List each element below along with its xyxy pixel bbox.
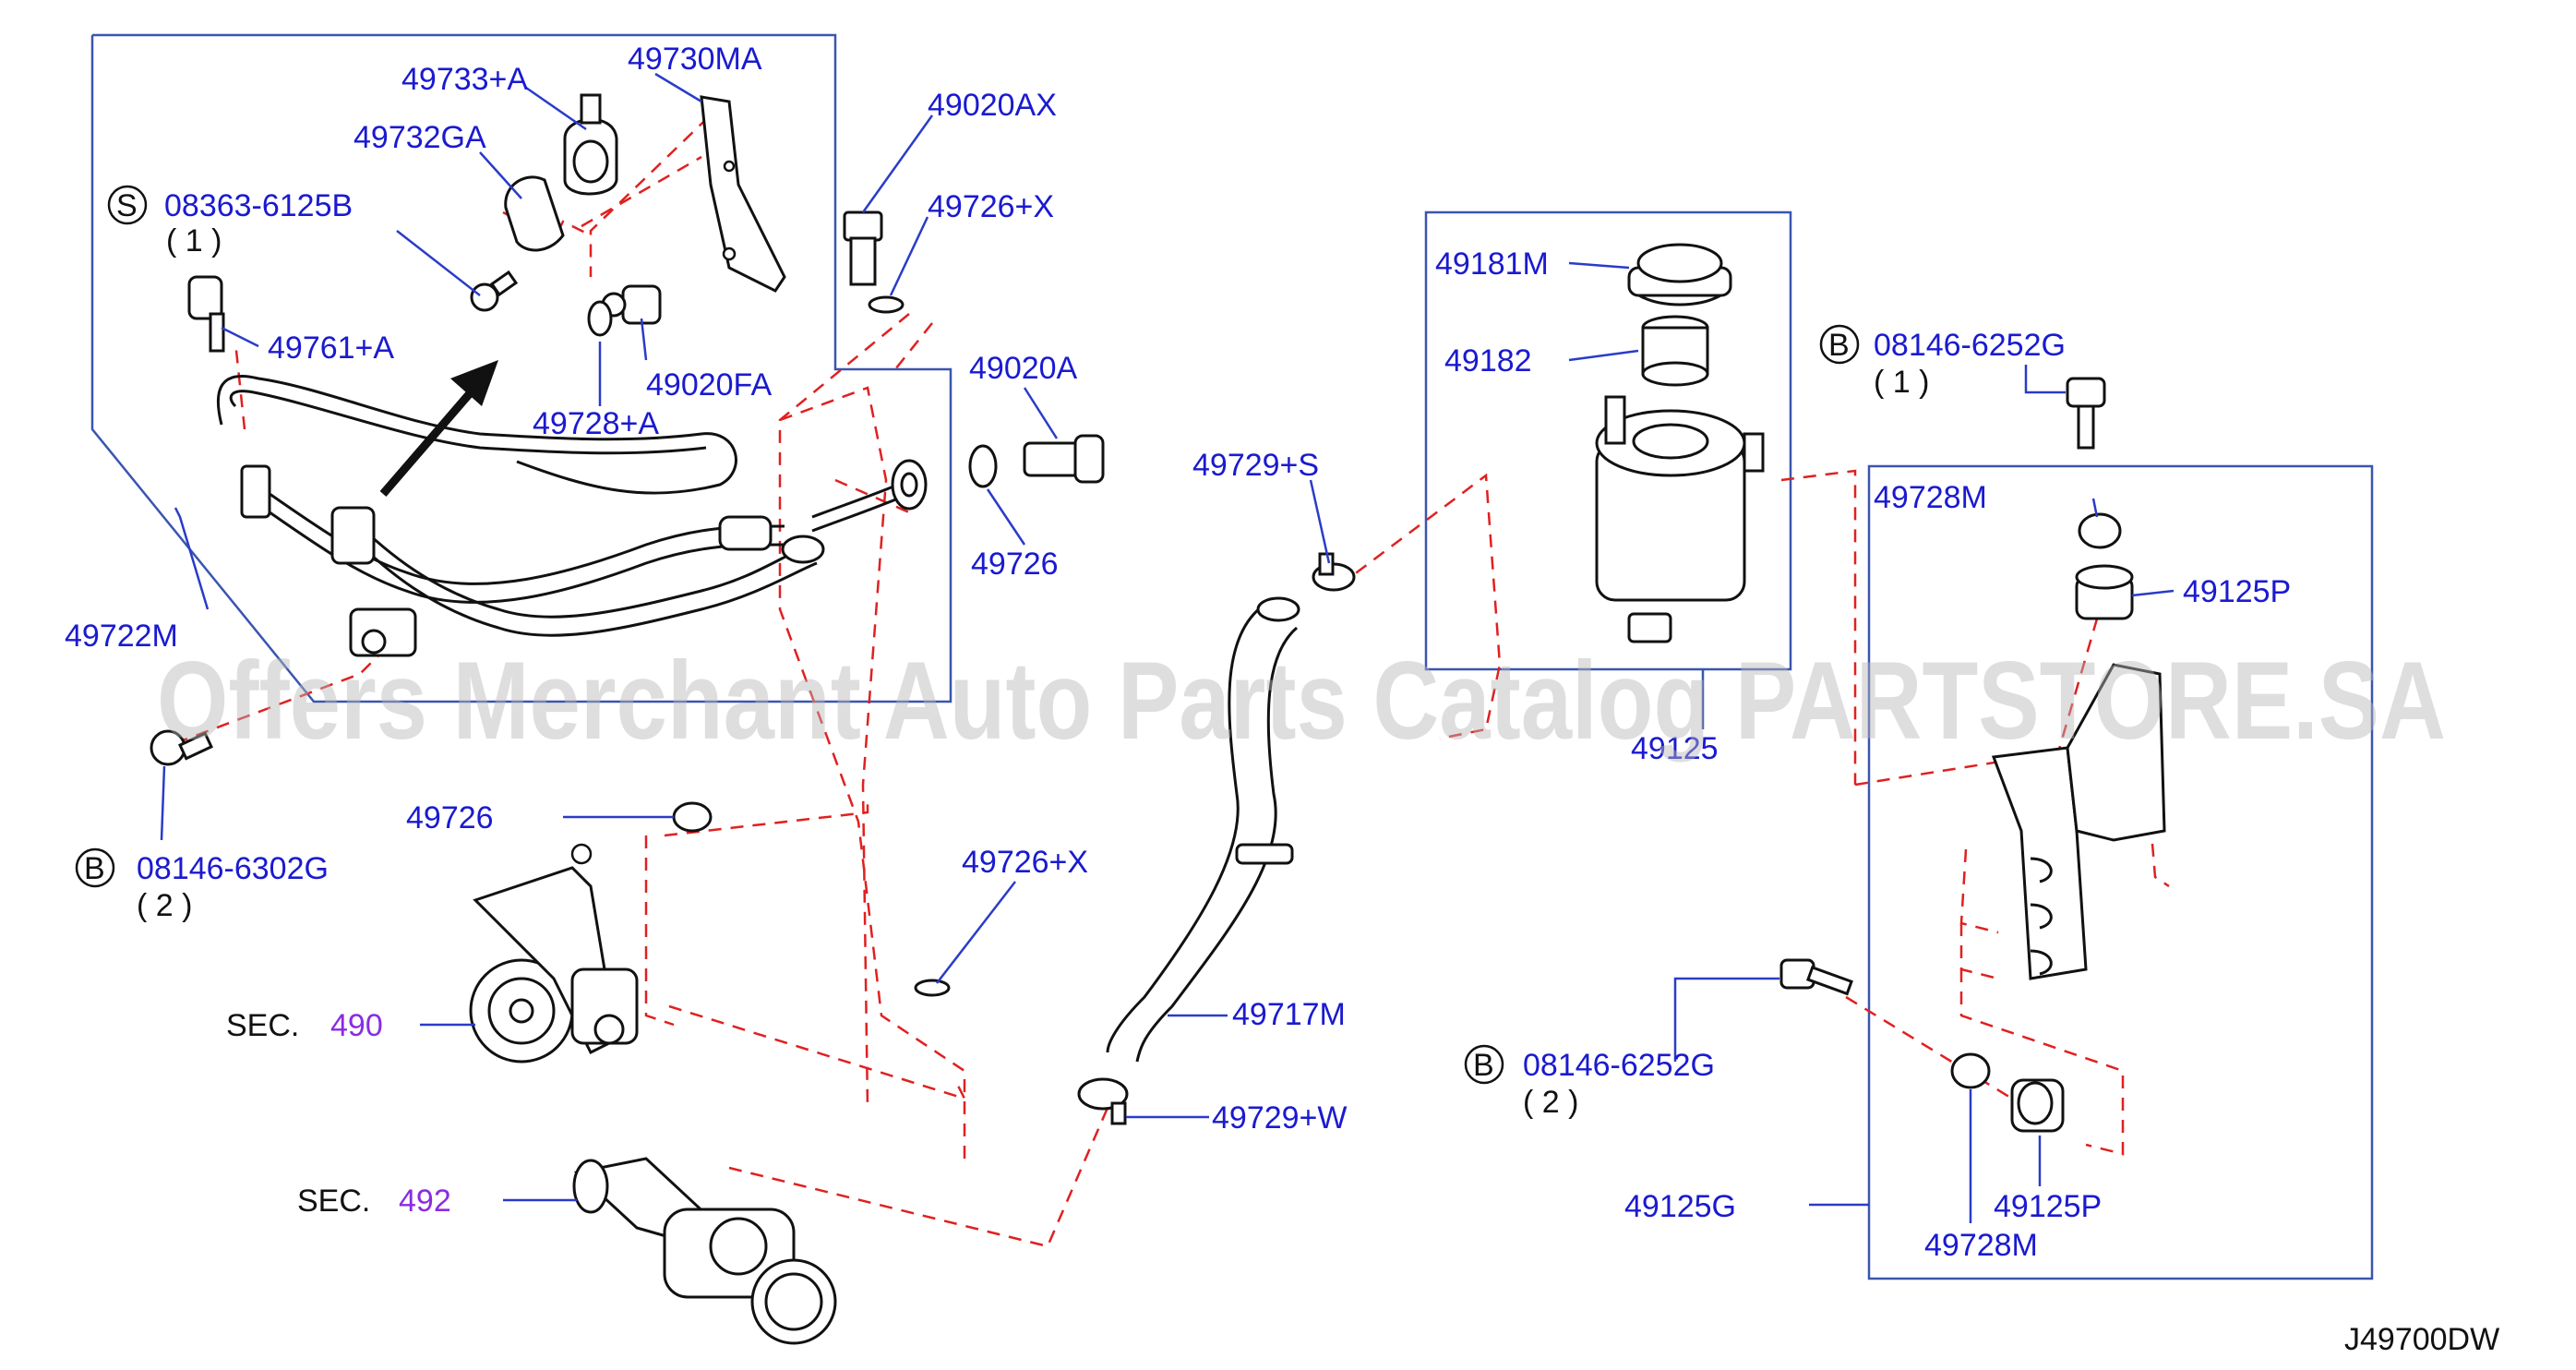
return-hose-49717M: [1106, 596, 1300, 1063]
grommet-49020FA: [601, 284, 662, 325]
code-circle-b1: [75, 847, 115, 888]
label-49730MA: 49730MA: [628, 42, 762, 77]
strainer-49182: [1641, 315, 1709, 387]
bolt-08146-6252G-top: [2066, 377, 2106, 450]
washer-49728M-top: [2078, 512, 2122, 549]
qty-1b: ( 1 ): [1874, 365, 1929, 400]
code-s: S: [116, 188, 138, 223]
bolt-08363: [470, 270, 519, 312]
label-49125P-top: 49125P: [2183, 574, 2291, 609]
label-08146-6252G-lower: 08146-6252G: [1523, 1048, 1715, 1083]
label-49722M: 49722M: [65, 619, 178, 654]
sec-label-1: SEC.: [226, 1008, 299, 1043]
reservoir-bracket: [1991, 663, 2166, 980]
label-49125P-lower: 49125P: [1994, 1189, 2102, 1224]
washer-49728A: [587, 300, 613, 337]
label-49733A: 49733+A: [401, 62, 528, 97]
bolt-08146-6252G-lower: [1779, 958, 1853, 996]
label-49729S: 49729+S: [1192, 448, 1319, 483]
label-49125: 49125: [1631, 731, 1719, 766]
sec-ref-490[interactable]: 490: [330, 1008, 383, 1043]
label-49726-lower: 49726: [406, 800, 494, 835]
insulator-49125P-top: [2075, 564, 2134, 620]
label-08146-6252G-top: 08146-6252G: [1874, 328, 2066, 363]
label-49726X-lower: 49726+X: [962, 845, 1088, 880]
code-b3: B: [1473, 1048, 1494, 1083]
sec-ref-492[interactable]: 492: [399, 1184, 451, 1219]
bolt-08146-6302G: [150, 729, 213, 766]
reservoir-cap-49181M: [1627, 243, 1732, 306]
diagram-code: J49700DW: [2344, 1322, 2499, 1357]
label-49020AX: 49020AX: [928, 88, 1057, 123]
direction-arrow: [379, 360, 498, 497]
insulator-49733: [563, 93, 618, 196]
bracket-group-frame: [1867, 464, 2374, 1280]
label-49182: 49182: [1444, 343, 1532, 379]
washer-49726-lower: [672, 801, 713, 833]
pipe-group-frame: [90, 33, 953, 703]
bolt-49020AX: [843, 210, 903, 312]
label-49181M: 49181M: [1435, 246, 1549, 282]
label-08146-6302G: 08146-6302G: [137, 851, 329, 886]
label-49726-top: 49726: [971, 547, 1059, 582]
washer-49728M-lower: [1950, 1052, 1991, 1089]
clamp-bracket: [700, 95, 786, 293]
label-08363-6125B: 08363-6125B: [164, 188, 353, 223]
label-49020A: 49020A: [969, 351, 1078, 386]
banjo-bolt-49020A: [968, 434, 1105, 488]
label-49726X-top: 49726+X: [928, 189, 1054, 224]
label-49729W: 49729+W: [1212, 1100, 1348, 1136]
power-steering-pump: [469, 843, 639, 1064]
washer-49726X-upper: [868, 295, 905, 314]
code-b1: B: [84, 851, 105, 886]
qty-2a: ( 2 ): [137, 888, 192, 923]
hose-clamp-49729W: [1077, 1077, 1129, 1125]
label-49728A: 49728+A: [533, 406, 659, 441]
label-49728M-lower: 49728M: [1924, 1228, 2038, 1263]
label-49717M: 49717M: [1232, 997, 1346, 1032]
insulator-49125P-lower: [2010, 1078, 2065, 1133]
reservoir-tank-49125: [1595, 395, 1765, 643]
watermark: Offers Merchant Auto Parts Catalog PARTS…: [157, 639, 2446, 763]
code-circle-s: [107, 185, 148, 225]
code-circle-b3: [1464, 1044, 1504, 1085]
label-49732GA: 49732GA: [353, 120, 486, 155]
leader-lines: [160, 72, 2175, 1223]
steering-gear: [572, 1157, 837, 1345]
reservoir-group-frame: [1424, 210, 1792, 671]
code-circle-b2: [1819, 324, 1860, 365]
hose-clamp-49729S: [1312, 552, 1356, 592]
code-b2: B: [1828, 328, 1850, 363]
washer-49726X-lower: [914, 979, 951, 997]
qty-2b: ( 2 ): [1523, 1085, 1578, 1120]
sec-label-2: SEC.: [297, 1184, 370, 1219]
qty-1a: ( 1 ): [166, 223, 222, 258]
pressure-pipe-assembly: [216, 374, 928, 657]
label-49728M-top: 49728M: [1874, 480, 1987, 515]
label-49020FA: 49020FA: [646, 367, 772, 403]
sensor-49761: [187, 275, 225, 353]
label-49125G: 49125G: [1624, 1189, 1736, 1224]
clamp-49732: [504, 175, 565, 252]
label-49761A: 49761+A: [268, 330, 394, 366]
